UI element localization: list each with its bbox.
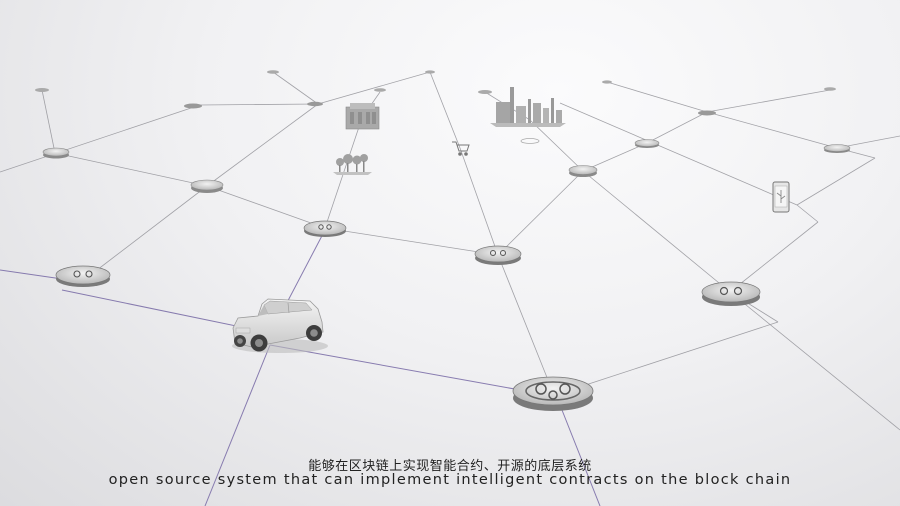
subtitle-chinese: 能够在区块链上实现智能合约、开源的底层系统 — [308, 459, 592, 474]
network-lines-far — [0, 71, 900, 431]
car-icon — [232, 298, 328, 353]
shopping-cart-icon — [452, 141, 470, 156]
smartphone-icon — [772, 181, 790, 213]
building-icon — [345, 103, 380, 130]
trees-icon — [333, 154, 372, 175]
subtitle-english: open source system that can implement in… — [108, 472, 792, 488]
factory-icon — [490, 87, 566, 127]
blockchain-node-icon — [35, 70, 851, 411]
